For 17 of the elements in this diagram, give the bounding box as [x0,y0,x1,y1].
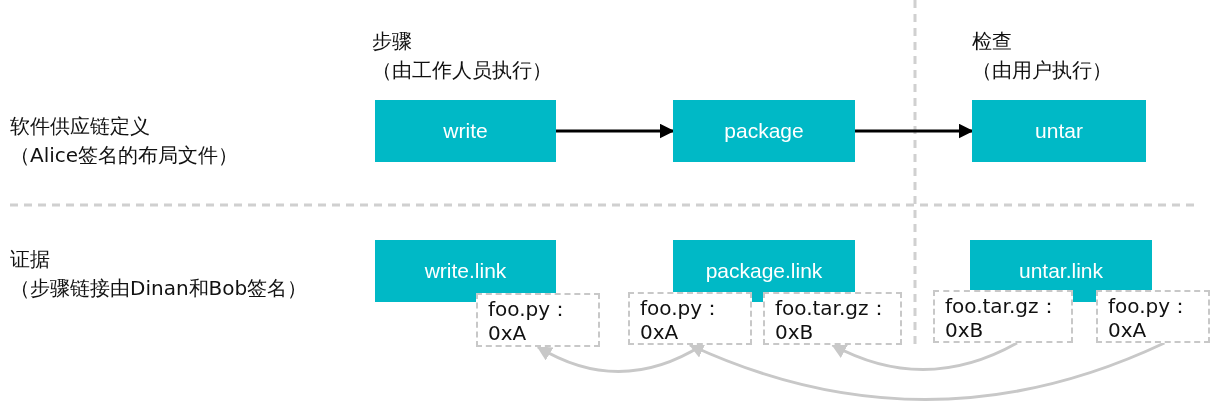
hash-box: foo.tar.gz： 0xB [933,290,1073,343]
hash-box: foo.py： 0xA [1096,290,1210,343]
column-heading: 检查（由用户执行） [972,28,1112,84]
step-box: package [673,100,855,162]
row-heading: 证据（步骤链接由Dinan和Bob签名） [10,246,308,302]
step-box: write [375,100,556,162]
curved-arrow [688,341,1165,401]
column-heading: 步骤（由工作人员执行） [372,28,552,84]
row-heading: 软件供应链定义（Alice签名的布局文件） [10,113,239,169]
hash-box: foo.py： 0xA [476,293,600,347]
hash-box: foo.py： 0xA [628,292,752,345]
curved-arrow [831,341,1018,371]
link-box: write.link [375,240,556,302]
hash-box: foo.tar.gz： 0xB [763,292,902,345]
arrow [556,123,675,139]
arrow [855,123,974,139]
step-box: untar [972,100,1146,162]
